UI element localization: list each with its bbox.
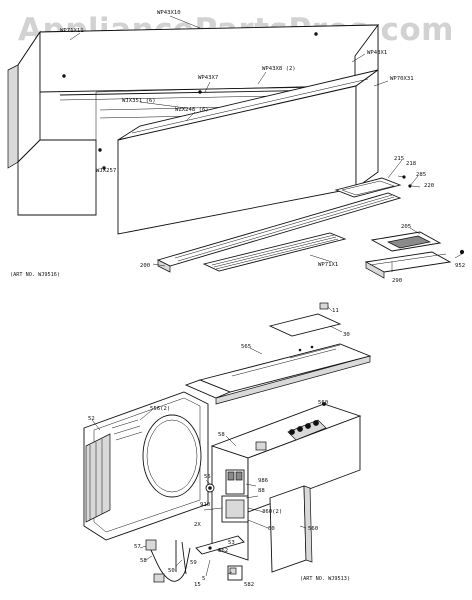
upper-leaders <box>69 15 463 272</box>
label-910: 910 <box>200 502 210 508</box>
label-5: 5 <box>202 576 205 582</box>
label-wp43x10: WP43X10 <box>157 10 181 16</box>
label-560-cover: 560 <box>308 526 318 532</box>
label-top-left: WP71X11 <box>60 28 84 34</box>
label-wp43x8: WP43X8 (2) <box>262 66 296 72</box>
label-wp43x7: WP43X7 <box>198 75 218 81</box>
art-number-lower: (ART NO. WJ9513) <box>300 576 350 582</box>
label-582: 582 <box>244 582 254 588</box>
label-wjx351: WJX351 (6) <box>122 98 156 104</box>
label-88: 88 <box>258 488 265 494</box>
label-57: 57 <box>134 544 141 550</box>
power-cord <box>145 539 191 583</box>
label-986: 986 <box>258 478 268 484</box>
label-30: 30 <box>343 332 350 338</box>
bracket-565 <box>184 343 372 405</box>
label-50: 50 <box>168 568 175 574</box>
label-285: 285 <box>416 172 426 178</box>
front-tray <box>334 175 412 198</box>
label-58: 58 <box>218 432 225 438</box>
label-wp43x1: WP43X1 <box>367 50 387 56</box>
label-52: 52 <box>88 416 95 422</box>
relay-assembly <box>205 469 249 523</box>
lower-leaders <box>91 306 343 577</box>
part-582 <box>227 565 243 581</box>
label-2x: 2X <box>194 522 201 528</box>
lower-assembly: 11 30 565 52 556(2) 560 58 55 986 88 360… <box>83 302 372 588</box>
label-218: 218 <box>406 161 417 167</box>
label-200: 200 <box>140 263 150 269</box>
label-15: 15 <box>194 582 201 588</box>
bracket-53 <box>195 535 245 555</box>
plate-30 <box>268 313 342 337</box>
label-11: 11 <box>332 308 339 314</box>
label-60: 60 <box>268 526 275 532</box>
label-59: 59 <box>190 560 197 566</box>
label-205: 205 <box>401 224 411 230</box>
base-pan <box>364 249 465 279</box>
label-wp71x1: WP71X1 <box>318 262 338 268</box>
art-number-upper: (ART NO. WJ9516) <box>10 272 60 278</box>
label-565: 565 <box>241 344 251 350</box>
label-215: 215 <box>394 156 404 162</box>
label-wp70x31: WP70X31 <box>390 76 414 82</box>
label-362: 362 <box>218 548 228 554</box>
blower-housing <box>83 391 209 541</box>
label-55: 55 <box>204 474 211 480</box>
cabinet-shell <box>7 23 379 216</box>
label-560-top: 560 <box>318 400 328 406</box>
upper-assembly: WP43X10 WP71X11 WP43X1 WP43X7 WP43X8 (2)… <box>7 10 465 284</box>
grille <box>202 232 347 272</box>
label-556-2: 556(2) <box>150 406 170 412</box>
label-360-2: 360(2) <box>262 509 282 515</box>
label-220: 220 <box>424 183 434 189</box>
filter <box>370 231 442 252</box>
label-wjx257: WJX257 <box>96 168 116 174</box>
cover-560 <box>269 485 313 573</box>
label-53: 53 <box>228 540 235 546</box>
label-58b: 58 <box>140 558 147 564</box>
grille-rail <box>156 192 402 273</box>
part-11 <box>319 302 329 310</box>
label-290: 290 <box>392 278 402 284</box>
front-panel <box>117 69 379 235</box>
label-952: 952 <box>455 263 465 269</box>
label-wzx248: WZX248 (6) <box>175 107 209 113</box>
